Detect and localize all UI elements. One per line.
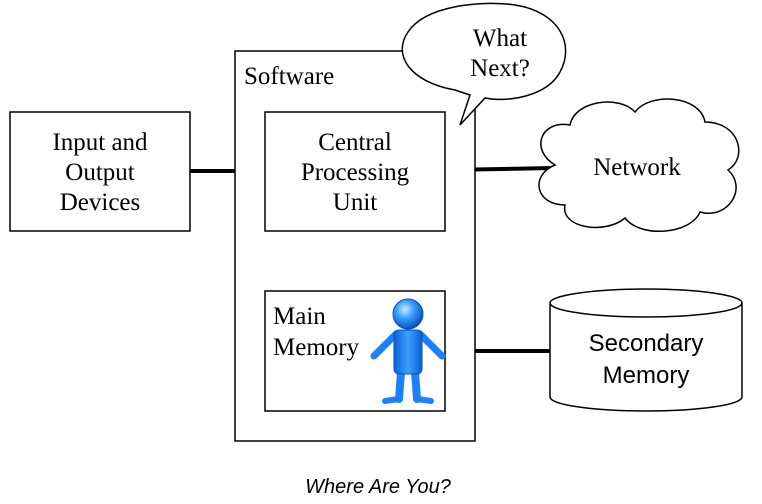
person-figure-icon: [370, 298, 446, 404]
main-memory-line-1: Main: [273, 303, 326, 330]
cpu-line-1: Central: [318, 129, 392, 156]
secondary-memory-cylinder: Secondary Memory: [549, 288, 743, 412]
io-devices-line-3: Devices: [60, 189, 141, 216]
cpu-line-3: Unit: [333, 189, 378, 216]
secondary-memory-line-1: Secondary: [589, 330, 704, 357]
io-devices-box: Input and Output Devices: [9, 111, 191, 232]
diagram-caption: Where Are You?: [305, 476, 452, 498]
network-cloud: Network: [538, 98, 740, 233]
speech-bubble-line-1: What: [473, 25, 527, 52]
cpu-line-2: Processing: [301, 159, 410, 186]
software-label: Software: [244, 63, 334, 90]
network-label: Network: [593, 154, 681, 181]
io-devices-line-2: Output: [65, 159, 135, 186]
io-devices-line-1: Input and: [52, 129, 148, 156]
main-memory-line-2: Memory: [273, 334, 360, 361]
cpu-box: Central Processing Unit: [264, 111, 446, 232]
speech-bubble: What Next?: [401, 2, 567, 126]
secondary-memory-line-2: Memory: [603, 362, 690, 389]
speech-bubble-line-2: Next?: [470, 55, 530, 82]
